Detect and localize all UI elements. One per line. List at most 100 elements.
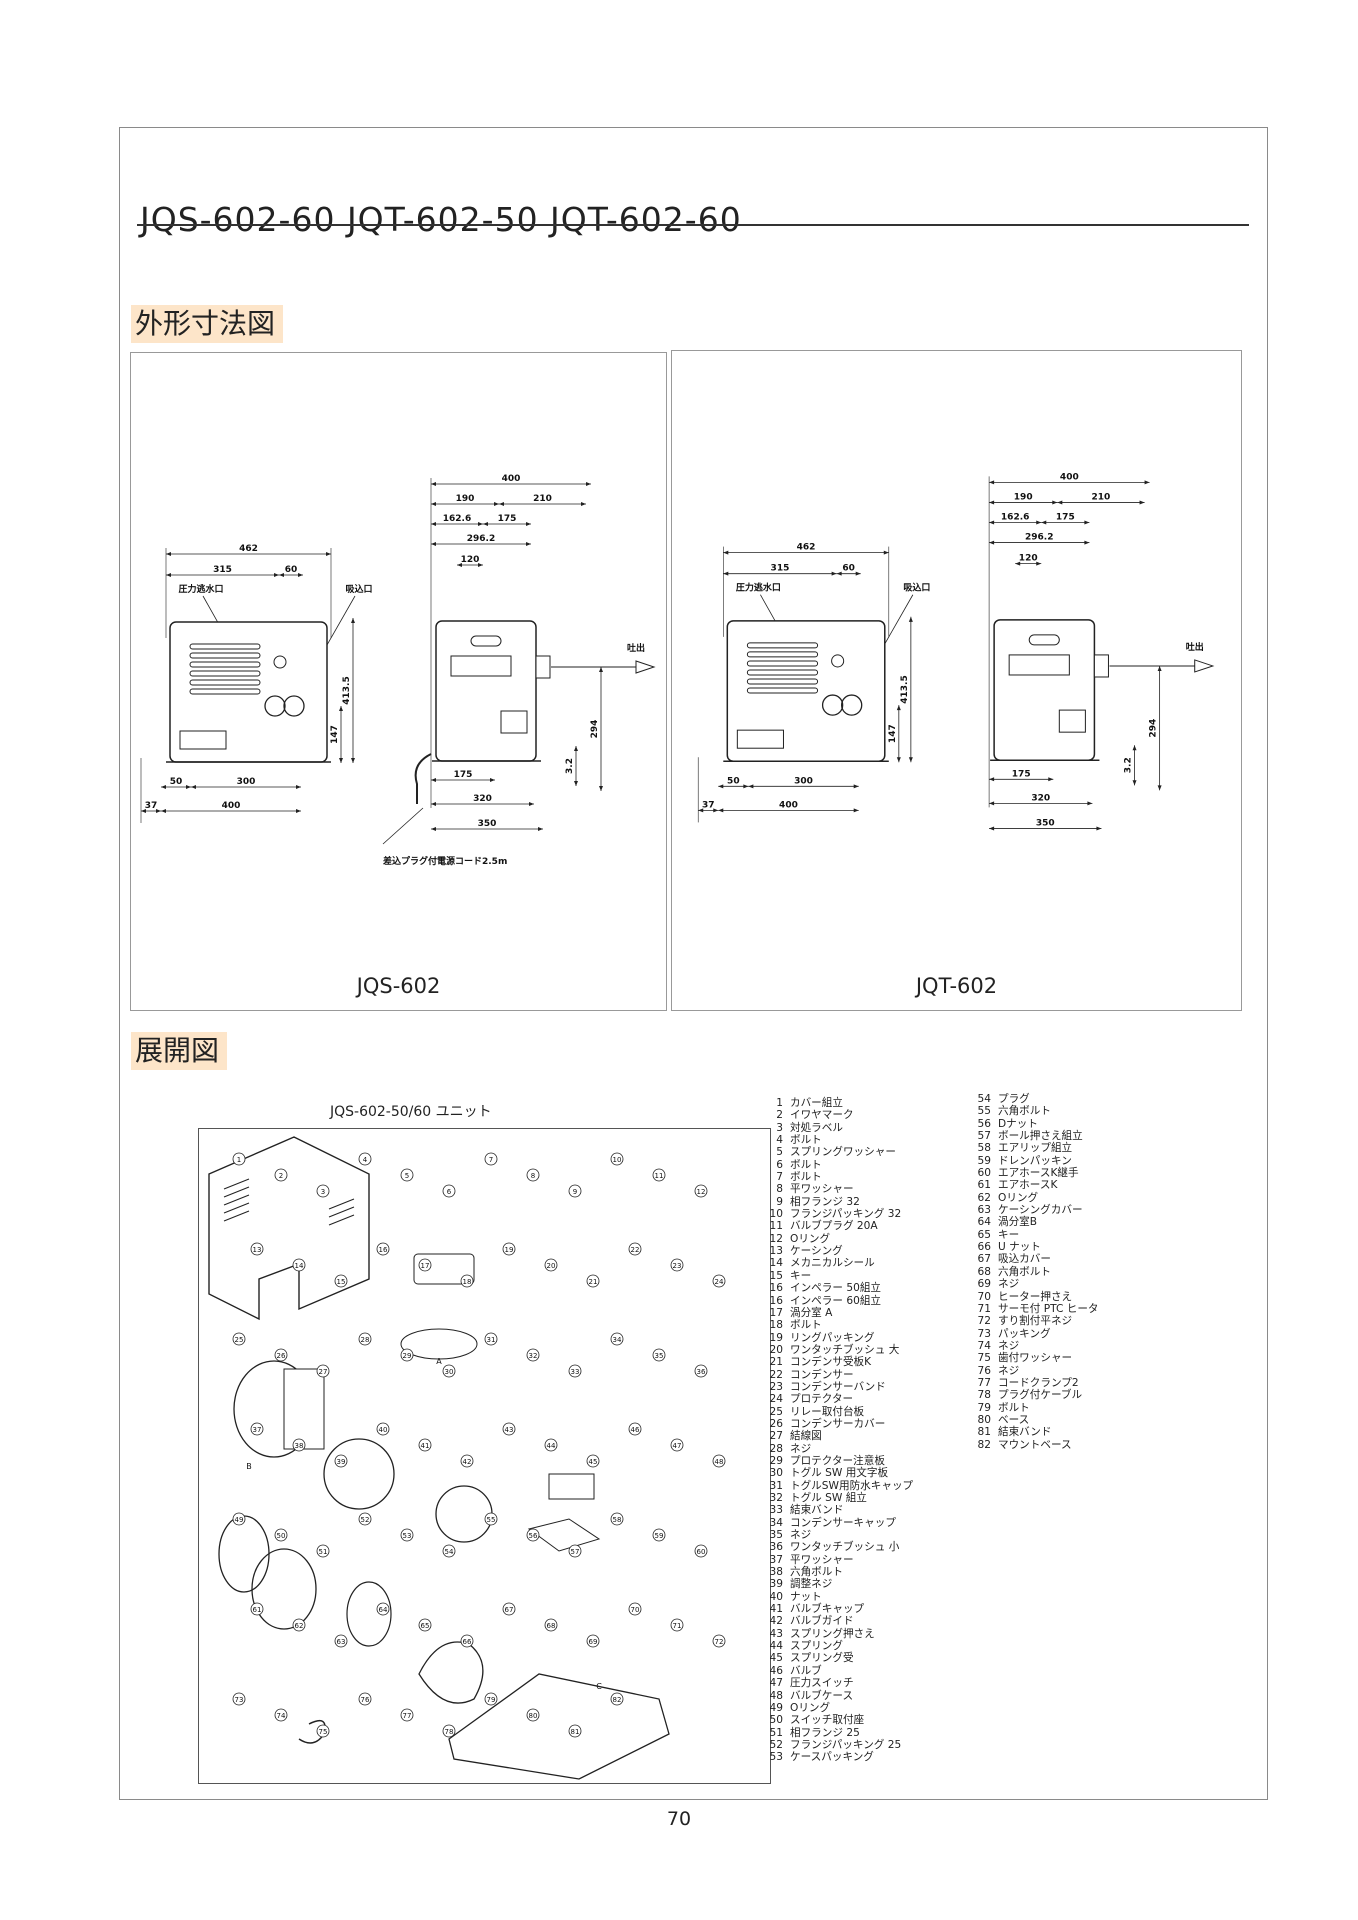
parts-list-item: 48 バルブケース: [765, 1690, 913, 1702]
part-name: ボルト: [790, 1319, 822, 1332]
suction-label: 吸込口: [345, 583, 372, 595]
part-number: 73: [977, 1327, 991, 1340]
part-number: 48: [769, 1689, 783, 1702]
callout-circle: [292, 1438, 306, 1452]
port-flange: [821, 694, 844, 716]
callout-number: 12: [697, 1188, 706, 1196]
part-name: 結束バンド: [790, 1504, 844, 1517]
part-number: 54: [977, 1093, 991, 1105]
pump-side: [993, 619, 1096, 761]
callout-number: 26: [277, 1352, 286, 1360]
part-name: カバー組立: [790, 1097, 843, 1109]
part-name: 渦分室 A: [790, 1306, 833, 1319]
callout-circle: [610, 1692, 624, 1706]
callout-circle: [628, 1602, 642, 1616]
part-number: 38: [769, 1566, 783, 1579]
dimension-arrow: [279, 573, 303, 577]
side-panel: [450, 655, 512, 677]
callout-circle: [694, 1544, 708, 1558]
part-name: マウントベース: [998, 1438, 1072, 1451]
part-name: バルブケース: [790, 1689, 854, 1702]
part-number: 57: [977, 1130, 991, 1143]
part-name: 結線図: [790, 1430, 822, 1443]
part-number: 32: [769, 1492, 783, 1504]
dim-37: 37: [702, 800, 715, 810]
part-number: 75: [977, 1352, 991, 1365]
part-name: 調整ネジ: [790, 1578, 833, 1591]
part-number: 4: [776, 1134, 783, 1147]
part-number: 59: [977, 1154, 991, 1167]
callout-number: 32: [529, 1352, 538, 1360]
part-name: ボルト: [790, 1134, 822, 1147]
dim-300: 300: [794, 776, 813, 786]
part-number: 46: [769, 1664, 783, 1677]
vent-slot: [223, 1210, 250, 1222]
part-number: 77: [977, 1376, 991, 1389]
vent-slot: [189, 688, 261, 695]
dim-60: 60: [842, 564, 855, 574]
side-panel: [1008, 654, 1070, 676]
callout-circle: [442, 1184, 456, 1198]
dimension-arrow: [698, 808, 719, 813]
discharge-label: 吐出: [1186, 641, 1204, 653]
part-number: 26: [769, 1417, 783, 1430]
callout-number: 62: [295, 1622, 304, 1630]
vent-slot: [746, 642, 819, 649]
callout-circle: [274, 1708, 288, 1722]
callout-circle: [628, 1422, 642, 1436]
parts-list-item: 4 ボルト: [765, 1134, 913, 1146]
part-number: 34: [769, 1516, 783, 1529]
dim-side-400: 400: [1060, 472, 1079, 482]
callout-circle: [334, 1274, 348, 1288]
callout-circle: [442, 1364, 456, 1378]
callout-number: 29: [403, 1352, 412, 1360]
callout-circle: [586, 1634, 600, 1648]
part-number: 74: [977, 1339, 991, 1352]
part-name: Oリング: [790, 1232, 831, 1245]
part-number: 67: [977, 1253, 991, 1266]
part-name: Oリング: [790, 1701, 831, 1714]
part-number: 81: [977, 1426, 991, 1439]
part-number: 9: [776, 1195, 783, 1208]
callout-circle: [484, 1692, 498, 1706]
callout-circle: [712, 1274, 726, 1288]
part-number: 5: [776, 1146, 783, 1159]
dim-315: 315: [771, 564, 790, 574]
part-name: ワンタッチブッシュ 小: [790, 1541, 900, 1554]
part-name: ボルト: [790, 1171, 822, 1184]
part-number: 70: [977, 1290, 991, 1303]
callout-circle: [400, 1348, 414, 1362]
part-name: インペラー 60組立: [790, 1294, 882, 1307]
port-flange: [840, 694, 863, 716]
part-number: 63: [977, 1204, 991, 1217]
callout-circle: [586, 1274, 600, 1288]
vent-slot: [189, 652, 261, 659]
o-ring-part: [218, 1515, 270, 1593]
part-name: トグル SW 用文字板: [790, 1467, 889, 1480]
handle-slot: [1028, 634, 1060, 646]
part-name: スプリング受: [790, 1652, 854, 1665]
part-name: ベース: [998, 1413, 1030, 1426]
dimension-arrow: [1041, 520, 1090, 525]
part-name: ケーシングカバー: [998, 1204, 1083, 1217]
callout-circle: [694, 1184, 708, 1198]
part-name: コンデンサー: [790, 1368, 854, 1381]
callout-number: 66: [463, 1638, 472, 1646]
dim-147: 147: [888, 724, 898, 743]
callout-circle: [694, 1364, 708, 1378]
callout-circle: [274, 1528, 288, 1542]
callout-circle: [358, 1692, 372, 1706]
air-lip-part: [527, 1518, 601, 1552]
dim-400: 400: [222, 801, 241, 811]
callout-number: 50: [277, 1532, 286, 1540]
part-number: 23: [769, 1380, 783, 1393]
